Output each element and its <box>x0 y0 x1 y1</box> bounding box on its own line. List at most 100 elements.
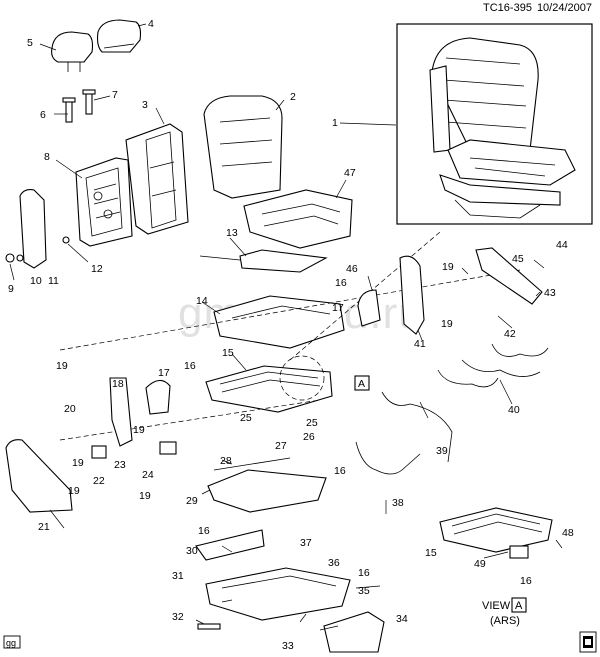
callout-10: 10 <box>30 275 42 287</box>
callout-49: 49 <box>474 558 486 570</box>
footer-code: gg <box>3 635 21 649</box>
view-label-letter: A <box>515 600 523 612</box>
callout-17-a: 17 <box>158 367 170 379</box>
callout-38: 38 <box>392 497 404 509</box>
callout-28: 28 <box>220 455 232 467</box>
callout-25-b: 25 <box>306 417 318 429</box>
callout-19-a: 19 <box>56 360 68 372</box>
view-a-flag-letter: A <box>358 378 365 390</box>
callout-6: 6 <box>40 109 46 121</box>
callout-19-f: 19 <box>139 490 151 502</box>
bracket-45 <box>475 247 543 305</box>
callout-5: 5 <box>27 37 33 49</box>
callout-11: 11 <box>48 275 59 287</box>
callout-7: 7 <box>112 89 118 101</box>
gm-logo <box>579 631 597 653</box>
callout-19-e: 19 <box>68 485 80 497</box>
trim-46 <box>357 289 381 327</box>
view-a-label: VIEW A (ARS) <box>482 597 527 627</box>
callout-2: 2 <box>290 91 296 103</box>
headrest-5 <box>51 31 94 72</box>
heater-pad-13 <box>199 249 328 273</box>
callout-41: 41 <box>414 338 426 350</box>
headrest-guides <box>62 89 96 123</box>
callout-1: 1 <box>332 117 338 129</box>
outer-trim-21 <box>5 439 73 513</box>
callout-23: 23 <box>114 459 126 471</box>
callout-19-b: 19 <box>442 261 454 273</box>
header: TC16-395 10/24/2007 <box>483 2 592 14</box>
doc-date: 10/24/2007 <box>536 2 592 14</box>
callout-16-c: 16 <box>334 465 346 477</box>
callout-22: 22 <box>93 475 105 487</box>
bolt-32 <box>197 623 221 630</box>
callout-16-d: 16 <box>198 525 210 537</box>
view-label-word: VIEW <box>482 600 511 612</box>
callout-33: 33 <box>282 640 294 652</box>
adjuster-cover-30 <box>195 529 265 561</box>
side-trim-11 <box>5 189 70 269</box>
seatback-cover-2 <box>203 95 283 199</box>
callout-16-e: 16 <box>358 567 370 579</box>
view-label-note: (ARS) <box>490 615 520 627</box>
callout-46: 46 <box>346 263 358 275</box>
seat-adjuster-29 <box>207 457 327 513</box>
callout-30: 30 <box>186 545 198 557</box>
seatback-cushion-3 <box>125 123 189 235</box>
callout-9: 9 <box>8 283 14 295</box>
callout-21: 21 <box>38 521 50 533</box>
rear-cover-34 <box>323 611 385 653</box>
view-a-frame <box>439 507 553 559</box>
callout-14: 14 <box>196 295 208 307</box>
callout-19-d: 19 <box>133 424 145 436</box>
callout-16-f: 16 <box>520 575 532 587</box>
callout-26: 26 <box>303 431 315 443</box>
leader-lines <box>9 23 563 631</box>
callout-16-a: 16 <box>184 360 196 372</box>
side-bracket-41 <box>399 255 425 335</box>
seatback-frame-8 <box>75 157 133 247</box>
callout-36: 36 <box>328 557 340 569</box>
callout-17-b: 17 <box>332 302 344 314</box>
callout-20: 20 <box>64 403 76 415</box>
callout-15: 15 <box>222 347 234 359</box>
callout-35: 35 <box>358 585 370 597</box>
seat-cushion-cover-47 <box>243 189 353 249</box>
callout-45: 45 <box>512 253 524 265</box>
view-a-flag-box <box>354 375 370 391</box>
seat-cushion-frame-15 <box>205 355 333 413</box>
assembled-seat-illustration <box>429 37 576 219</box>
doc-id: TC16-395 <box>483 2 532 14</box>
callout-19-g: 19 <box>72 457 84 469</box>
callout-3: 3 <box>142 99 148 111</box>
callout-48: 48 <box>562 527 574 539</box>
callout-19-c: 19 <box>441 318 453 330</box>
callout-37: 37 <box>300 537 312 549</box>
callout-34: 34 <box>396 613 408 625</box>
seat-base-31 <box>205 567 351 621</box>
callout-32: 32 <box>172 611 184 623</box>
callout-29: 29 <box>186 495 198 507</box>
callout-4: 4 <box>148 18 154 30</box>
cables <box>355 343 549 475</box>
callout-42: 42 <box>504 328 516 340</box>
callout-40: 40 <box>508 404 520 416</box>
callout-25-a: 25 <box>240 412 252 424</box>
headrest-4 <box>96 19 142 53</box>
callout-16-b: 16 <box>335 277 347 289</box>
callout-44: 44 <box>556 239 568 251</box>
callout-31: 31 <box>172 570 184 582</box>
callout-18: 18 <box>112 378 124 390</box>
callout-27: 27 <box>275 440 287 452</box>
callout-24: 24 <box>142 469 154 481</box>
inset-view-box <box>396 23 593 225</box>
seat-cushion-pad-14 <box>213 295 345 349</box>
callout-47: 47 <box>344 167 356 179</box>
callout-13: 13 <box>226 227 238 239</box>
callout-12: 12 <box>91 263 103 275</box>
footer-code-text: gg <box>6 638 16 648</box>
callout-39: 39 <box>436 445 448 457</box>
callout-8: 8 <box>44 151 50 163</box>
